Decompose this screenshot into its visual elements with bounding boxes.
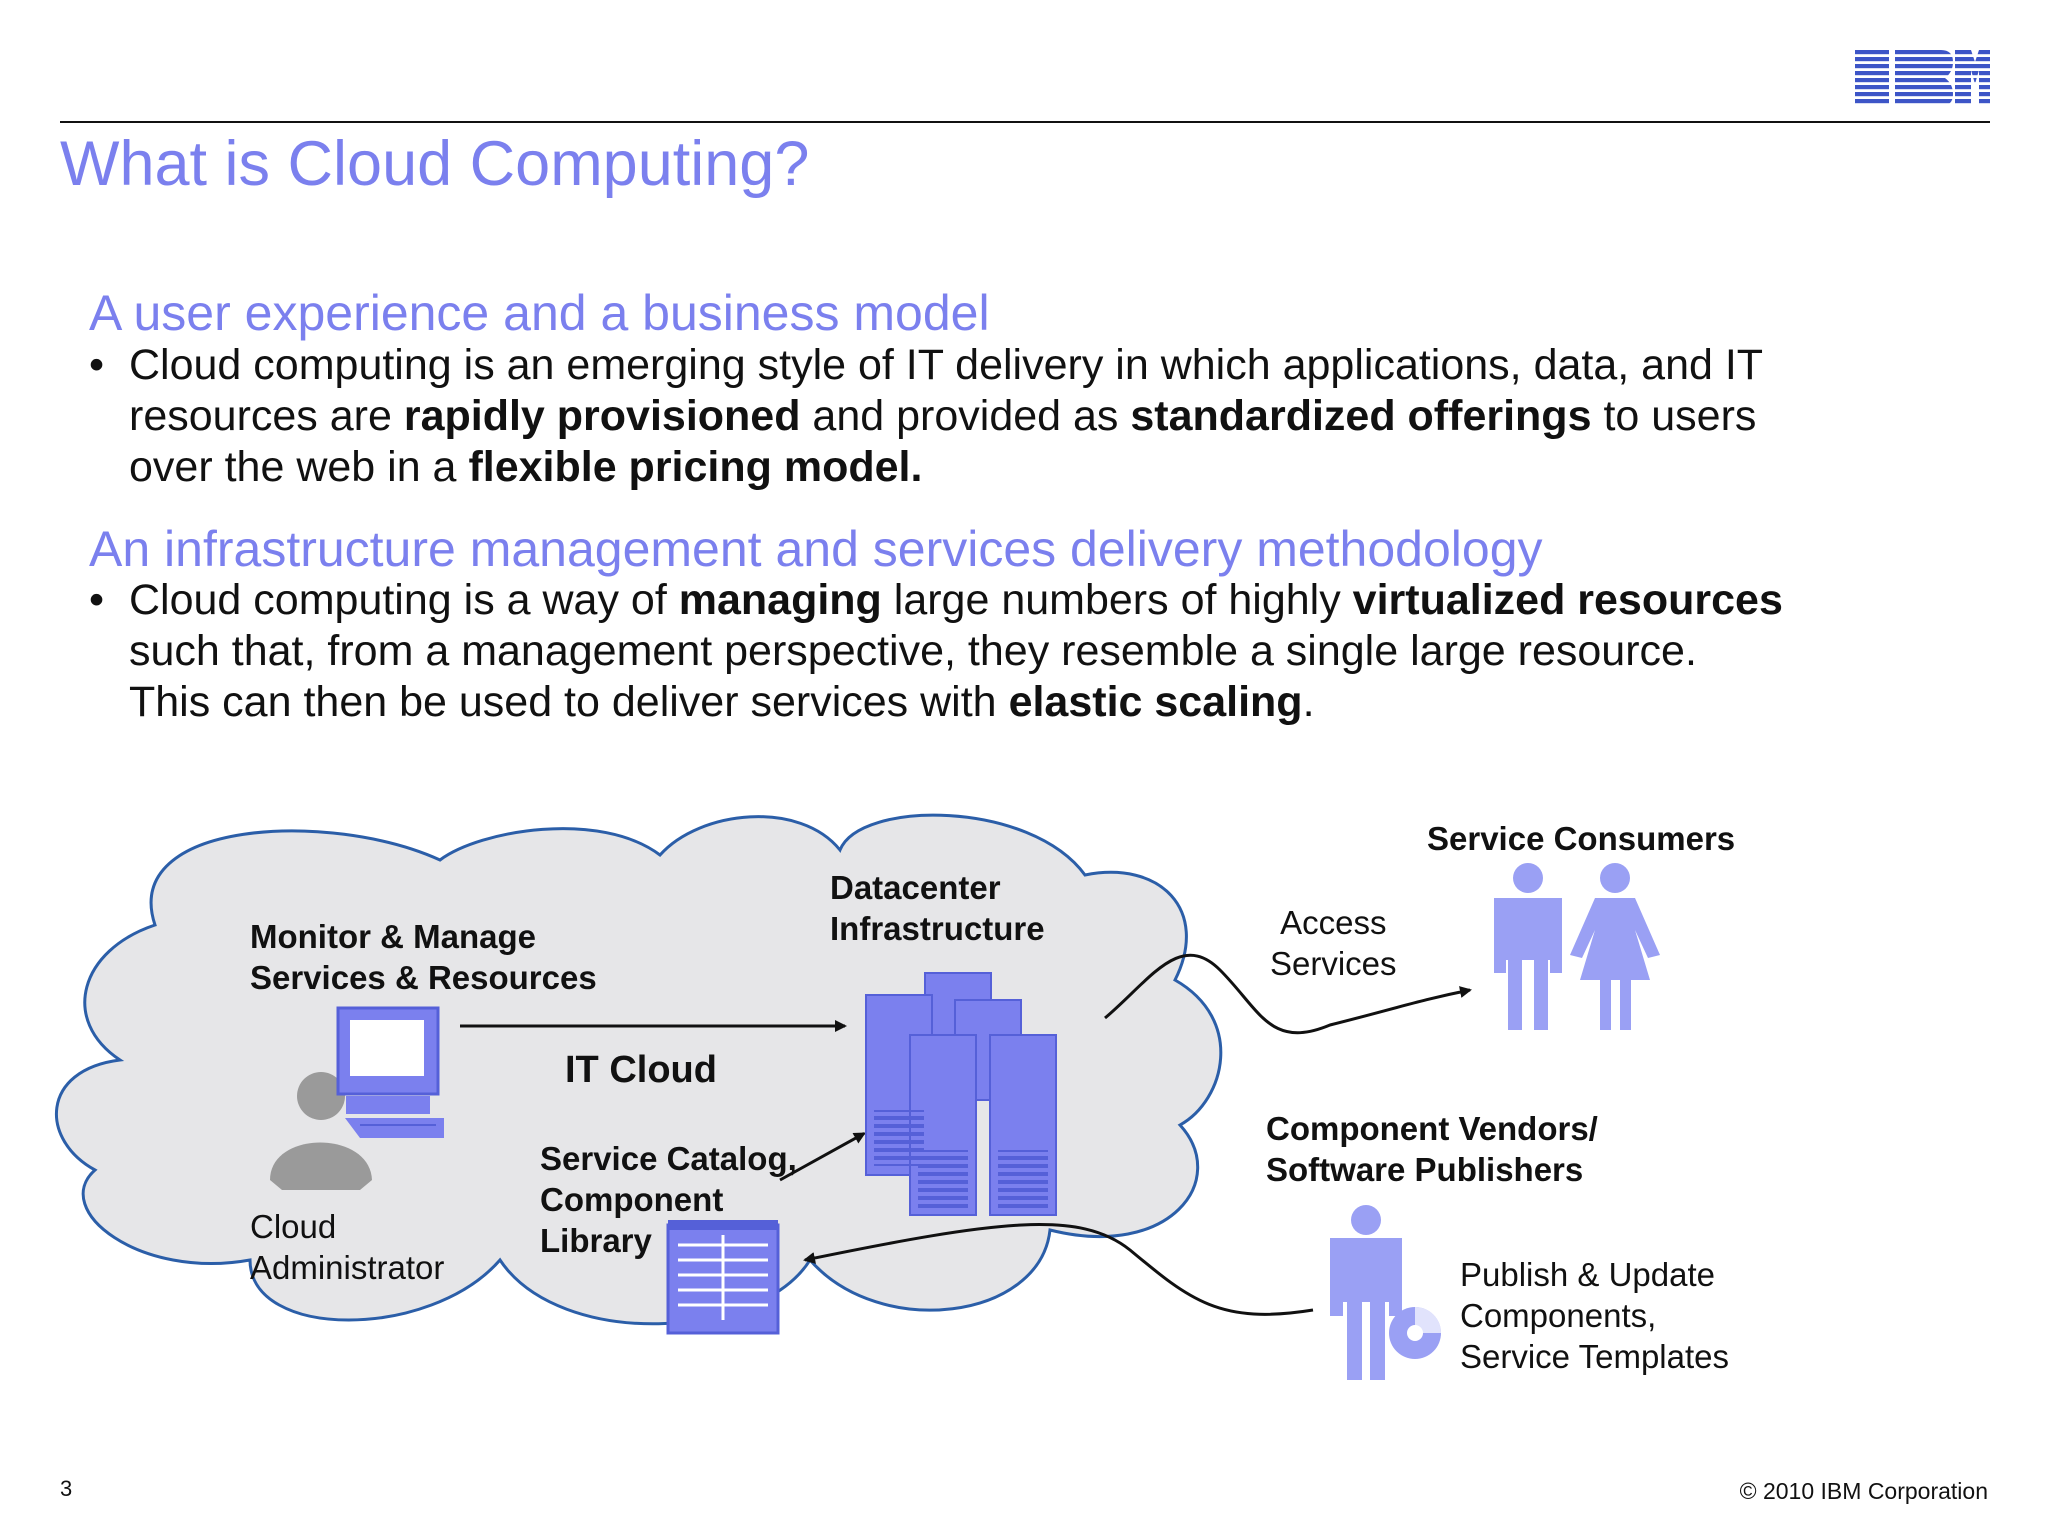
publish-update-label: Publish & Update Components, Service Tem…	[1460, 1254, 1729, 1377]
admin-label-line-1: Cloud	[250, 1208, 337, 1245]
datacenter-label: Datacenter Infrastructure	[830, 867, 1045, 949]
admin-label-line-2: Administrator	[250, 1249, 445, 1286]
bullet-line: such that, from a management perspective…	[129, 626, 1969, 677]
text-run: such that, from a management perspective…	[129, 627, 1697, 675]
software-disc-icon	[1389, 1307, 1441, 1359]
access-label-line-2: Services	[1270, 945, 1397, 982]
copyright-notice: © 2010 IBM Corporation	[1739, 1478, 1988, 1504]
bullet-line: Cloud computing is a way of managing lar…	[129, 575, 1969, 626]
bold-text: rapidly provisioned	[403, 392, 801, 440]
slide-title: What is Cloud Computing?	[60, 129, 810, 199]
access-services-label: Access Services	[1270, 902, 1397, 984]
text-run: large numbers of highly	[881, 576, 1353, 624]
administrator-person-icon	[270, 1072, 372, 1190]
bold-text: virtualized resources	[1352, 576, 1783, 624]
bullet-text: Cloud computing is a way of managing lar…	[129, 575, 1969, 728]
section-heading-1: A user experience and a business model	[89, 285, 990, 341]
access-label-line-1: Access	[1280, 904, 1387, 941]
datacenter-label-line-2: Infrastructure	[830, 910, 1045, 947]
component-vendors-label: Component Vendors/ Software Publishers	[1266, 1108, 1598, 1190]
publish-label-line-1: Publish & Update	[1460, 1256, 1715, 1293]
bullet-line: Cloud computing is an emerging style of …	[129, 340, 1969, 391]
text-run: Cloud computing is an emerging style of …	[129, 341, 1764, 389]
header-rule	[60, 121, 1990, 123]
bold-text: managing	[678, 576, 882, 624]
section-heading-2: An infrastructure management and service…	[89, 521, 1543, 577]
bold-text: standardized offerings	[1130, 392, 1592, 440]
bullet-line: This can then be used to deliver service…	[129, 677, 1969, 728]
catalog-arrow	[779, 1132, 866, 1182]
catalog-label-line-1: Service Catalog,	[540, 1140, 797, 1177]
bold-text: elastic scaling	[1008, 678, 1303, 726]
monitor-label-line-1: Monitor & Manage	[250, 918, 536, 955]
text-run: Cloud computing is a way of	[129, 576, 679, 624]
bold-text: flexible pricing model.	[468, 443, 923, 491]
text-run: to users	[1591, 392, 1757, 440]
it-cloud-label: IT Cloud	[565, 1049, 717, 1091]
cloud-administrator-label: Cloud Administrator	[250, 1206, 444, 1288]
bullet-line: resources are rapidly provisioned and pr…	[129, 391, 1969, 442]
bullet-dot: •	[89, 576, 105, 624]
vendors-label-line-1: Component Vendors/	[1266, 1110, 1598, 1147]
monitor-label-line-2: Services & Resources	[250, 959, 597, 996]
catalog-label-line-2: Component	[540, 1181, 724, 1218]
computer-icon	[336, 1006, 444, 1138]
service-consumers-label: Service Consumers	[1427, 820, 1736, 857]
bullet-1: • Cloud computing is an emerging style o…	[89, 340, 1959, 500]
monitor-manage-label: Monitor & Manage Services & Resources	[250, 916, 597, 998]
publish-label-line-2: Components,	[1460, 1297, 1657, 1334]
text-run: .	[1302, 678, 1315, 726]
service-catalog-label: Service Catalog, Component Library	[540, 1138, 797, 1261]
catalog-library-icon	[666, 1220, 780, 1335]
bullet-dot: •	[89, 341, 105, 389]
bullet-2: • Cloud computing is a way of managing l…	[89, 575, 1959, 735]
publish-label-line-3: Service Templates	[1460, 1338, 1730, 1375]
vendor-person-icon	[1330, 1205, 1402, 1380]
publish-arrow	[803, 1223, 1314, 1316]
catalog-label-line-3: Library	[540, 1222, 652, 1259]
bullet-line: over the web in a flexible pricing model…	[129, 442, 1969, 493]
datacenter-label-line-1: Datacenter	[830, 869, 1001, 906]
text-run: resources are	[129, 392, 404, 440]
page-number: 3	[60, 1476, 73, 1501]
service-consumers-icon	[1494, 863, 1660, 1030]
ibm-logo-graphic	[1855, 50, 1990, 106]
vendors-label-line-2: Software Publishers	[1266, 1151, 1584, 1188]
ibm-logo	[1855, 50, 1990, 106]
cloud-diagram-graphic	[54, 813, 1660, 1380]
text-run: over the web in a	[129, 443, 469, 491]
text-run: This can then be used to deliver service…	[129, 678, 1009, 726]
access-arrow	[1104, 953, 1472, 1035]
cloud-diagram: Monitor & Manage Services & Resources Cl…	[0, 780, 2048, 1420]
datacenter-servers-icon	[865, 972, 1057, 1216]
text-run: and provided as	[800, 392, 1131, 440]
bullet-text: Cloud computing is an emerging style of …	[129, 340, 1969, 493]
